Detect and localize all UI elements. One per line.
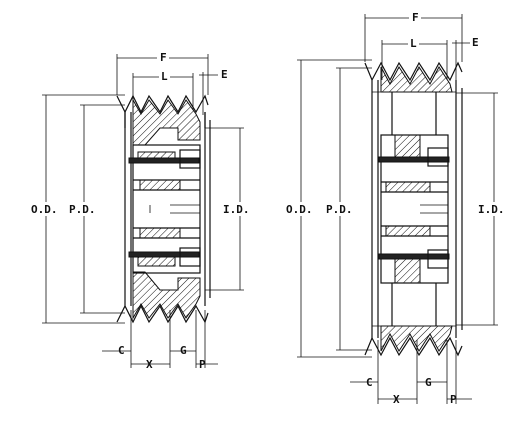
right-f-dimension: F xyxy=(364,10,463,62)
left-c-label: C xyxy=(118,344,125,357)
right-pulley-body xyxy=(364,61,463,357)
right-e-label: E xyxy=(472,36,479,49)
right-bottom-dimensions: C X G P xyxy=(350,340,472,406)
right-f-label: F xyxy=(412,11,419,24)
left-pd-label: P.D. xyxy=(69,203,96,216)
right-id-label: I.D. xyxy=(478,203,505,216)
right-id-dimension: I.D. xyxy=(456,92,507,326)
left-id-label: I.D. xyxy=(223,203,250,216)
left-id-dimension: I.D. xyxy=(205,127,252,291)
right-pd-dimension: P.D. xyxy=(325,67,372,351)
left-od-dimension: O.D. xyxy=(30,94,125,324)
right-pulley-drawing: F L E O.D. P.D. xyxy=(285,10,507,406)
right-od-label: O.D. xyxy=(286,203,313,216)
right-x-label: X xyxy=(393,393,400,406)
right-od-dimension: O.D. xyxy=(285,59,372,358)
left-pulley-body xyxy=(116,94,211,324)
left-l-label: L xyxy=(161,70,168,83)
right-g-label: G xyxy=(425,376,432,389)
left-g-label: G xyxy=(180,344,187,357)
left-od-label: O.D. xyxy=(31,203,58,216)
left-pd-dimension: P.D. xyxy=(68,104,125,314)
left-e-label: E xyxy=(221,68,228,81)
right-pd-label: P.D. xyxy=(326,203,353,216)
left-bottom-dimensions: C X G P xyxy=(102,310,218,371)
left-f-label: F xyxy=(160,51,167,64)
left-pulley-drawing: F L E O.D. P.D. xyxy=(30,50,252,371)
left-p-label: P xyxy=(199,358,206,371)
right-c-label: C xyxy=(366,376,373,389)
left-f-dimension: F xyxy=(116,50,209,95)
right-l-label: L xyxy=(410,37,417,50)
left-x-label: X xyxy=(146,358,153,371)
right-p-label: P xyxy=(450,393,457,406)
